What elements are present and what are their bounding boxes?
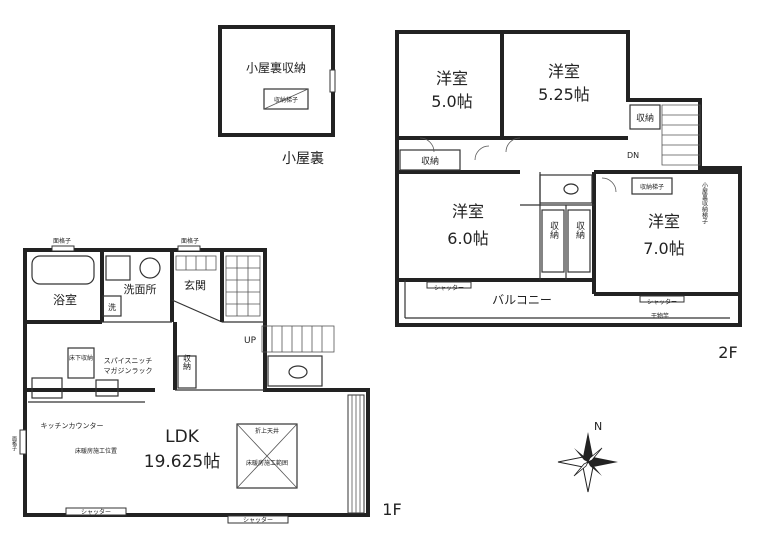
- floor1-window-label: 面格子: [11, 436, 17, 451]
- floor1-label: 1F: [382, 500, 401, 519]
- lattice-window-b: [177, 245, 201, 252]
- room-name-6-0: 洋室: [452, 202, 484, 221]
- lattice-label-b: 面格子: [181, 237, 199, 245]
- room-size-7-0: 7.0帖: [643, 239, 684, 258]
- attic-title: 小屋裏: [282, 150, 324, 167]
- floor2-shutter-b: [639, 295, 685, 303]
- floor2-attic-note: 小屋裏収納梯子: [701, 181, 708, 224]
- floor1-stairs: [261, 325, 335, 353]
- raised-ceiling: [236, 423, 298, 489]
- floor-heating-range-label: 床暖房施工範囲: [246, 459, 288, 467]
- ldk-big-window: [347, 394, 365, 514]
- closet-label-c: 収納: [548, 220, 559, 240]
- closet-label-d: 収納: [574, 220, 585, 240]
- underfloor-storage: [67, 347, 95, 379]
- ldk-size: 19.625帖: [144, 452, 220, 472]
- lattice-window-a: [51, 245, 75, 252]
- attic-plan: 小屋裏収納 収納梯子 小屋裏: [218, 25, 336, 167]
- floor1-shutter-label-a: シャッター: [81, 508, 111, 516]
- bathtub: [31, 255, 95, 285]
- floor1-closet-label: 収納: [183, 353, 192, 371]
- bath-label: 浴室: [53, 292, 77, 307]
- room-name-5-0: 洋室: [436, 69, 468, 88]
- floor2-shutter-label-a: シャッター: [434, 284, 464, 292]
- floor2-ladder-hatch: [631, 177, 673, 195]
- floor1-outline: [23, 248, 370, 517]
- ldk-name: LDK: [165, 427, 200, 447]
- attic-ladder-hatch: [263, 88, 309, 110]
- floor1-toilet-room: [267, 355, 323, 387]
- raised-ceiling-label: 折上天井: [255, 427, 279, 435]
- floor2-shutter-a: [426, 281, 472, 289]
- stove: [31, 377, 63, 399]
- washroom-label: 洗面所: [124, 283, 157, 296]
- compass-rose: N: [557, 420, 618, 493]
- floor2-toilet: [563, 183, 579, 195]
- attic-storage-room: [218, 25, 335, 137]
- floor2-closet-b: [629, 104, 661, 130]
- dn-label: DN: [627, 151, 639, 160]
- entrance-tile: [225, 255, 261, 317]
- floor2-stairs: [661, 104, 701, 166]
- laundry-label: 洗: [108, 302, 116, 312]
- washing-machine: [139, 257, 161, 279]
- wash-basin: [105, 255, 131, 281]
- sink: [95, 379, 119, 397]
- second-floor-plan: 洋室 5.0帖 洋室 5.25帖 洋室 6.0帖 洋室 7.0帖 収納 収納 D…: [395, 30, 742, 362]
- floor2-closet-c: [541, 209, 565, 273]
- spice-niche-label: スパイスニッチ: [104, 357, 153, 365]
- floor2-closet-d: [567, 209, 591, 273]
- floor2-toilet-room: [539, 174, 593, 204]
- compass-north-arrow: [583, 432, 593, 462]
- floor1-shutter-label-b: シャッター: [243, 516, 273, 524]
- floor2-label: 2F: [718, 343, 737, 362]
- room-name-7-0: 洋室: [648, 212, 680, 231]
- room-size-6-0: 6.0帖: [447, 229, 488, 248]
- compass-north-label: N: [594, 420, 602, 433]
- attic-window: [329, 69, 336, 93]
- floor1-side-window: [19, 429, 27, 455]
- laundry-box: [102, 295, 122, 317]
- up-label: UP: [244, 336, 257, 346]
- lattice-label-a: 面格子: [53, 237, 71, 245]
- shoe-cabinet: [175, 255, 217, 271]
- hanger-label: 干物竿: [651, 312, 669, 320]
- floor1-shutter-a: [65, 507, 127, 516]
- entrance-label: 玄関: [184, 278, 206, 292]
- floor2-ladder-label: 収納梯子: [640, 183, 664, 191]
- first-floor-plan: 面格子 面格子 浴室 洗面所 洗 玄関: [11, 237, 402, 524]
- closet-label-b: 収納: [636, 112, 654, 124]
- room-size-5-25: 5.25帖: [538, 85, 590, 104]
- floor2-closet-a: [399, 149, 461, 171]
- magazine-rack-label: マガジンラック: [104, 366, 153, 375]
- attic-storage-label: 小屋裏収納: [246, 60, 306, 75]
- floor1-toilet: [288, 365, 308, 379]
- closet-label-a: 収納: [421, 155, 439, 167]
- kitchen-counter-label: キッチンカウンター: [41, 421, 104, 430]
- floor2-outline: [395, 30, 742, 327]
- room-size-5-0: 5.0帖: [431, 92, 472, 111]
- floor1-closet: [177, 355, 197, 389]
- attic-ladder-label: 収納梯子: [274, 96, 298, 104]
- floor1-shutter-b: [227, 515, 289, 524]
- room-name-5-25: 洋室: [548, 62, 580, 81]
- floor-heating-position-label: 床暖房施工位置: [75, 447, 117, 455]
- balcony-label: バルコニー: [492, 293, 552, 307]
- underfloor-label: 床下収納: [69, 354, 93, 362]
- floor2-shutter-label-b: シャッター: [647, 298, 677, 306]
